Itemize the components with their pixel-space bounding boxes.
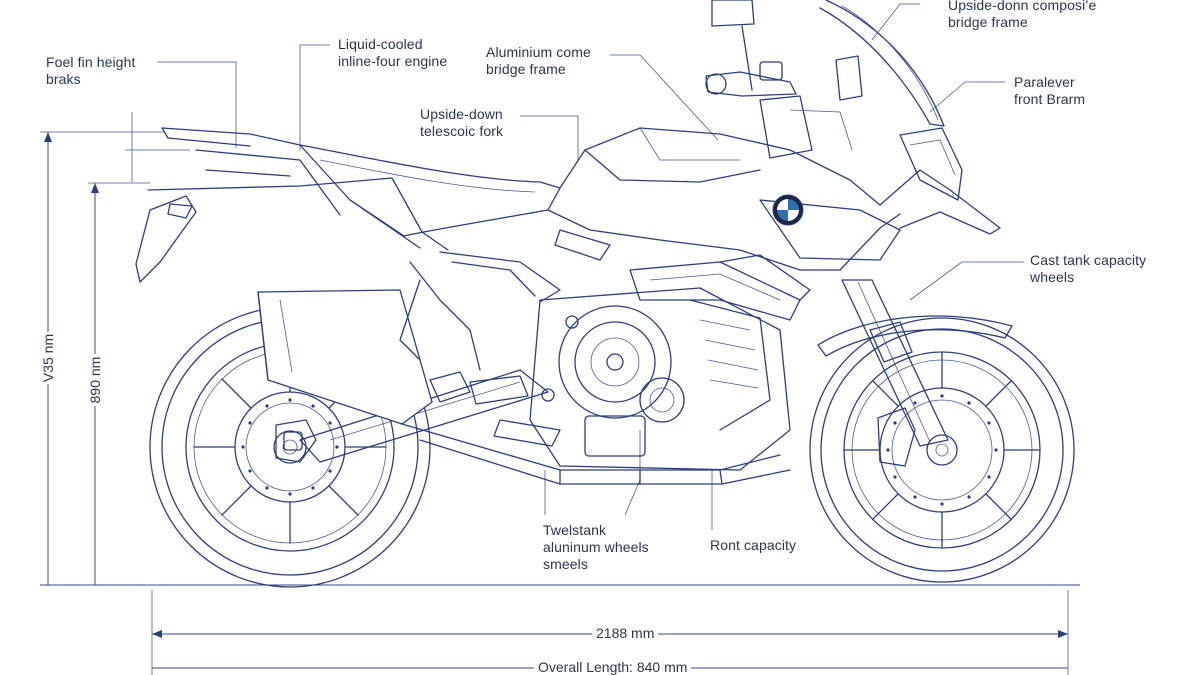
bmw-roundel-icon: [772, 194, 804, 226]
label-frame-top: Upside-donn composi’e bridge frame: [948, 0, 1097, 30]
leader-lines: [157, 3, 1024, 530]
dimension-height-inner: 890 nm: [87, 354, 103, 406]
front-fork: [841, 279, 949, 447]
label-twelve-wheels: Twelstank aluninum wheels smeels: [543, 522, 649, 572]
dimension-lines: [40, 112, 1080, 675]
dimension-height-outer: V35 nm: [40, 332, 56, 384]
engine-block: [529, 287, 791, 471]
dimension-overall-length: Overall Length: 840 mm: [534, 659, 692, 675]
label-fork: Upside-down telescoic fork: [420, 106, 504, 139]
label-engine: Liquid-cooled inline-four engine: [338, 36, 448, 69]
label-cast-wheels: Cast tank capacity wheels: [1030, 252, 1147, 285]
label-paralever: Paralever front Brarm: [1014, 74, 1086, 107]
rear-footpeg: [469, 375, 561, 447]
dimension-length: 2188 mm: [592, 625, 659, 641]
label-frame-mid: Aluminium come bridge frame: [486, 44, 591, 77]
swingarm: [299, 369, 549, 463]
exhaust-muffler: [257, 289, 791, 485]
front-wheel: [809, 315, 1075, 583]
frame-bodywork: [135, 0, 1001, 371]
label-front-capacity: Ront capacity: [710, 537, 797, 553]
label-fuel-height: Foel fin height braks: [46, 54, 136, 87]
rear-wheel: [149, 306, 431, 588]
